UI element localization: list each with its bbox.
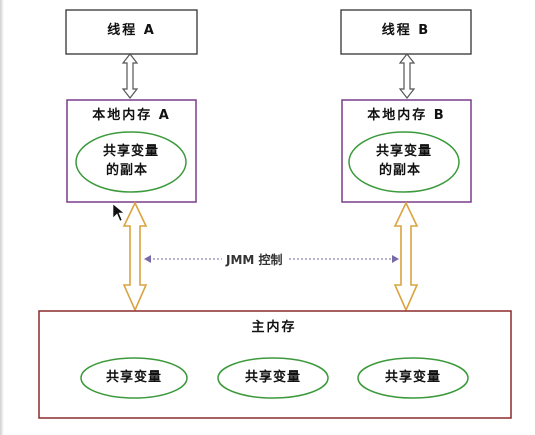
local-copy-b-ellipse	[348, 131, 460, 193]
left-edge-shadow	[0, 0, 4, 435]
main-variable-1-ellipse	[80, 357, 188, 399]
jmm-control-label: JMM 控制	[222, 251, 287, 268]
mouse-cursor-icon	[112, 203, 125, 222]
main-variable-2-ellipse	[217, 357, 329, 399]
thread-a-box	[65, 9, 198, 55]
thread-b-box	[340, 9, 472, 55]
main-variable-3-ellipse	[357, 357, 469, 399]
local-copy-a-ellipse	[75, 131, 187, 193]
memory-b-sync-arrow	[393, 201, 419, 312]
thread-a-sync-arrow	[121, 53, 139, 99]
memory-a-sync-arrow	[122, 201, 148, 312]
thread-b-sync-arrow	[398, 53, 416, 99]
